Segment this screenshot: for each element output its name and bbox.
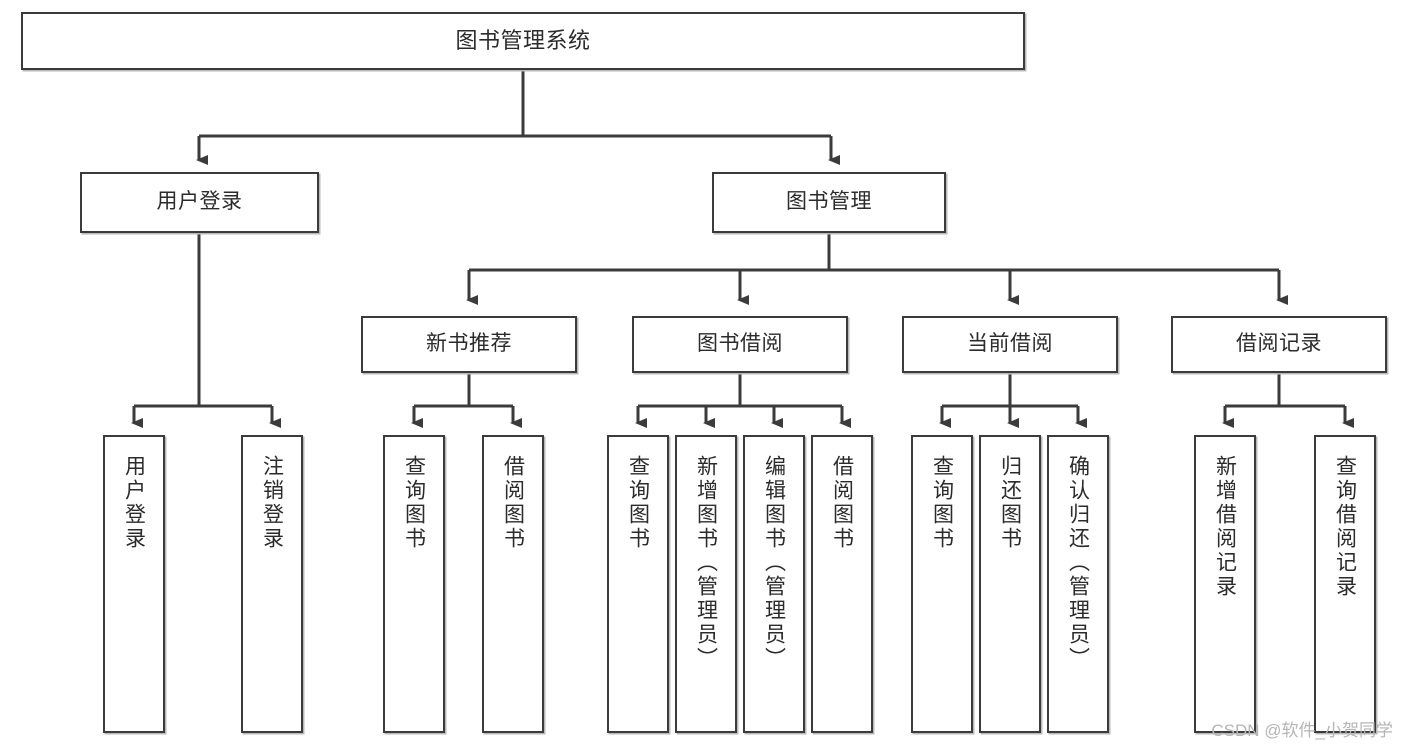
node-book-manage[interactable]: 图书管理 — [712, 172, 946, 233]
node-label: 借阅图书 — [830, 455, 854, 551]
node-label: 用户登录 — [156, 190, 243, 214]
node-leaf-logout[interactable]: 注销登录 — [241, 435, 303, 733]
node-leaf-query-book-1[interactable]: 查询图书 — [383, 435, 445, 733]
node-label: 注销登录 — [260, 455, 284, 551]
node-label: 查询借阅记录 — [1333, 455, 1357, 599]
node-leaf-borrow-book-1[interactable]: 借阅图书 — [482, 435, 544, 733]
node-leaf-add-book[interactable]: 新增图书（管理员） — [675, 435, 737, 733]
node-label: 新增借阅记录 — [1213, 455, 1237, 599]
node-label: 借阅图书 — [501, 455, 525, 551]
node-book-borrow[interactable]: 图书借阅 — [632, 316, 848, 373]
node-leaf-query-book-2[interactable]: 查询图书 — [607, 435, 669, 733]
node-leaf-edit-book[interactable]: 编辑图书（管理员） — [743, 435, 805, 733]
node-label: 查询图书 — [930, 455, 954, 551]
node-root-system[interactable]: 图书管理系统 — [21, 12, 1025, 70]
node-label: 图书借阅 — [697, 332, 783, 356]
node-leaf-query-book-3[interactable]: 查询图书 — [911, 435, 973, 733]
node-label: 借阅记录 — [1236, 332, 1322, 356]
node-user-login[interactable]: 用户登录 — [80, 172, 319, 233]
node-borrow-record[interactable]: 借阅记录 — [1171, 316, 1387, 373]
node-label: 用户登录 — [122, 455, 146, 551]
node-leaf-borrow-book-2[interactable]: 借阅图书 — [811, 435, 873, 733]
node-leaf-return-book[interactable]: 归还图书 — [979, 435, 1041, 733]
node-label: 确认归还（管理员） — [1066, 455, 1090, 671]
node-label: 查询图书 — [402, 455, 426, 551]
node-leaf-query-record[interactable]: 查询借阅记录 — [1314, 435, 1376, 733]
node-label: 新增图书（管理员） — [694, 455, 718, 671]
watermark: CSDN @软件_小贺同学 — [1211, 721, 1393, 740]
node-label: 图书管理 — [786, 190, 872, 214]
node-current-borrow[interactable]: 当前借阅 — [902, 316, 1118, 373]
node-leaf-user-login[interactable]: 用户登录 — [103, 435, 165, 733]
node-label: 编辑图书（管理员） — [762, 455, 786, 671]
node-leaf-add-record[interactable]: 新增借阅记录 — [1194, 435, 1256, 733]
node-label: 查询图书 — [626, 455, 650, 551]
node-label: 当前借阅 — [967, 332, 1053, 356]
node-label: 新书推荐 — [426, 332, 512, 356]
node-new-book-recommend[interactable]: 新书推荐 — [361, 316, 577, 373]
node-label: 图书管理系统 — [455, 28, 591, 54]
node-label: 归还图书 — [998, 455, 1022, 551]
node-leaf-confirm-return[interactable]: 确认归还（管理员） — [1047, 435, 1109, 733]
